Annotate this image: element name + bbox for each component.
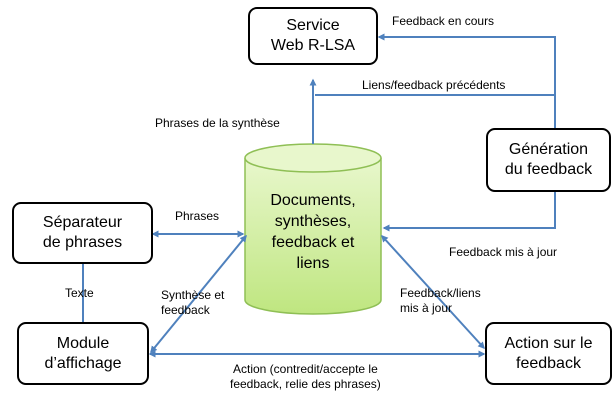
database-label: Documents, synthèses, feedback et liens: [250, 190, 376, 274]
action-line2: feedback: [516, 354, 581, 372]
label-synthese-feedback-line2: feedback: [161, 303, 210, 317]
edge-synthese-feedback: [150, 234, 247, 354]
generation-line1: Génération: [508, 141, 589, 158]
cylinder-top: [244, 143, 382, 173]
module-affichage-box: Module d’affichage: [17, 322, 149, 385]
connectors: [82, 33, 556, 358]
edge-feedback-mis-a-jour: [382, 192, 556, 232]
label-synthese-feedback-line1: Synthèse et: [161, 288, 225, 302]
separateur-phrases-box: Séparateur de phrases: [12, 202, 153, 264]
database-line2: synthèses,: [274, 213, 352, 230]
label-feedback-mis-a-jour: Feedback mis à jour: [449, 245, 558, 259]
label-feedback-liens-line1: Feedback/liens: [400, 286, 481, 300]
service-web-line1: Service: [286, 17, 340, 34]
module-line1: Module: [56, 334, 110, 352]
action-line1: Action sur le: [504, 334, 593, 352]
database-line1: Documents,: [270, 192, 356, 209]
label-feedback-liens-line2: mis à jour: [400, 301, 453, 315]
generation-line2: du feedback: [504, 161, 593, 178]
service-web-line2: Web R-LSA: [270, 37, 356, 54]
edge-feedback-liens-maj: [381, 234, 485, 350]
cylinder-body: [244, 158, 382, 315]
label-action: Action (contredit/accepte le feedback, r…: [230, 362, 381, 392]
label-phrases-synthese: Phrases de la synthèse: [155, 116, 280, 130]
label-action-line1: Action (contredit/accepte le: [233, 362, 378, 376]
database-line4: liens: [296, 255, 330, 272]
label-synthese-feedback: Synthèse et feedback: [161, 288, 224, 318]
database-line3: feedback et: [271, 234, 355, 251]
label-texte: Texte: [65, 286, 94, 300]
generation-feedback-box: Génération du feedback: [486, 128, 611, 192]
separateur-line2: de phrases: [42, 234, 123, 251]
module-line2: d’affichage: [44, 354, 122, 372]
separateur-line1: Séparateur: [42, 214, 123, 231]
label-action-line2: feedback, relie des phrases): [230, 377, 381, 391]
label-phrases: Phrases: [175, 209, 220, 223]
label-feedback-liens-maj: Feedback/liens mis à jour: [400, 286, 481, 316]
label-liens-feedback-precedents: Liens/feedback précédents: [362, 78, 506, 92]
label-feedback-en-cours: Feedback en cours: [392, 14, 495, 28]
edge-feedback-en-cours: [377, 33, 556, 128]
action-feedback-box: Action sur le feedback: [485, 322, 612, 385]
